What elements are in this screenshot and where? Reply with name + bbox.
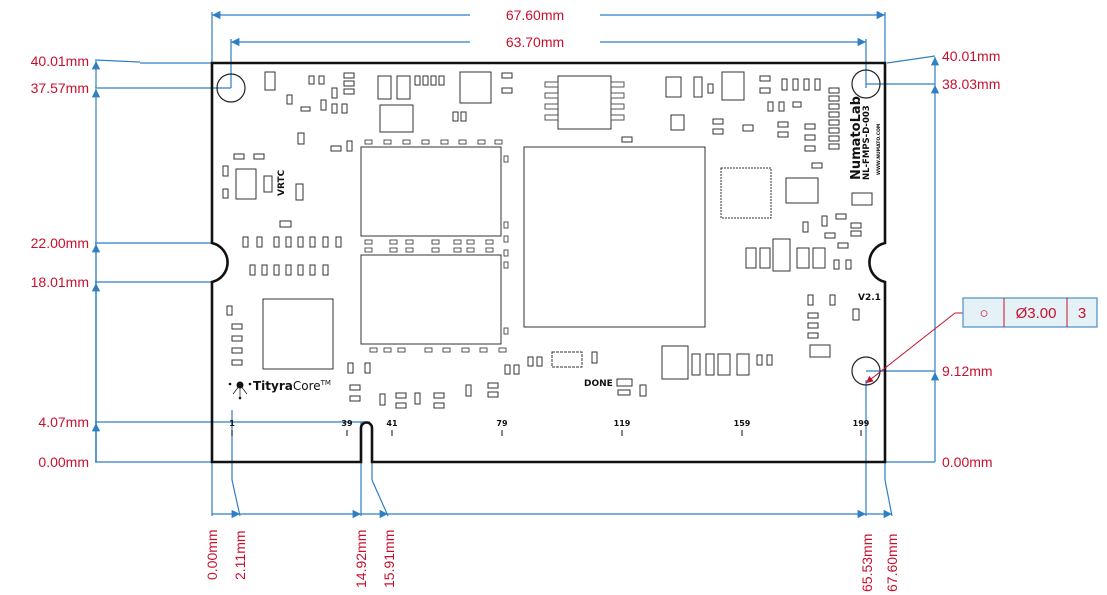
top-dimension-overall: 67.60mm [211,7,886,64]
bottom-dim-hole-right: 65.53mm [859,534,875,592]
pin-label-79: 79 [496,419,508,428]
tityracore-logo: TityraCoreTM [228,379,331,400]
mounting-hole-top-left [216,73,246,103]
pin-label-159: 159 [734,419,751,428]
board-outline [210,61,887,464]
pin-labels: 1 39 41 79 119 159 199 [229,419,870,436]
right-dim-top-edge: 40.01mm [942,48,1000,64]
left-dim-notch-top: 22.00mm [31,235,89,251]
website-label: WWW.NUMATO.COM [876,123,882,175]
top-dimension-hole-span: 63.70mm [230,34,867,88]
pin-label-1: 1 [229,419,235,428]
left-dim-pin-row: 4.07mm [38,414,89,430]
right-dim-hole-bottom: 9.12mm [942,363,993,379]
tityra-star-icon [228,381,252,400]
left-dim-top-edge: 40.01mm [31,53,89,69]
right-dim-bottom-edge: 0.00mm [942,454,993,470]
pin-label-41: 41 [386,419,398,428]
hole-span-label: 63.70mm [506,34,564,50]
left-dimensions: 40.01mm 37.57mm 22.00mm 18.01mm 4.07mm 0… [31,53,370,470]
done-label: DONE [584,379,613,389]
pin-label-199: 199 [853,419,870,428]
brand-name: NumatoLab [849,96,864,180]
bottom-dim-key-right: 15.91mm [381,530,397,588]
fcf-diameter: Ø3.00 [1016,305,1057,322]
bottom-dimensions: 0.00mm 2.11mm 14.92mm 15.91mm 65.53mm 67… [204,380,900,592]
pin-label-119: 119 [614,419,631,428]
board-part-number: NL-FMPS-D-003 [862,105,872,180]
vrtc-label: VRTC [277,169,287,196]
bottom-dim-pin1: 2.11mm [232,530,248,580]
bottom-dim-right-edge: 67.60mm [884,534,900,592]
tityracore-text: TityraCoreTM [253,379,331,393]
left-dim-notch-bottom: 18.01mm [31,274,89,290]
overall-width-label: 67.60mm [506,7,564,23]
mounting-hole-top-right [851,69,881,99]
mounting-hole-bottom-right [851,356,881,386]
numatolab-logo: NumatoLab NL-FMPS-D-003 WWW.NUMATO.COM [849,96,882,180]
left-dim-hole: 37.57mm [31,80,89,96]
right-dim-hole-top: 38.03mm [942,76,1000,92]
left-dim-bottom-edge: 0.00mm [38,454,89,470]
fcf-count: 3 [1078,305,1086,322]
right-dimensions: 40.01mm 38.03mm 9.12mm 0.00mm [866,48,1000,470]
version-label: V2.1 [858,293,881,303]
fcf-circularity-symbol: ○ [979,305,988,322]
feature-control-frame: ○ Ø3.00 3 [865,297,1098,384]
bottom-dim-key-left: 14.92mm [353,530,369,588]
ddr-pads [364,139,509,353]
pin-label-39: 39 [341,419,353,428]
components [222,71,873,409]
bottom-dim-left-edge: 0.00mm [204,529,220,580]
